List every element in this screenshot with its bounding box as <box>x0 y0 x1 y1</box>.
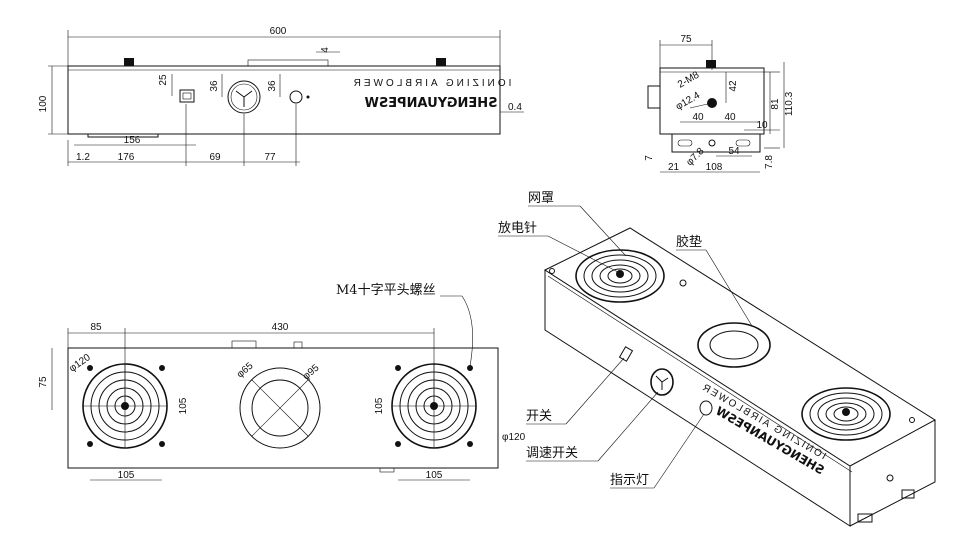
front-subtitle: IONIZING AIRBLOWER <box>351 78 512 89</box>
iso-fan-left <box>575 249 665 303</box>
label-indicator: 指示灯 <box>610 473 649 488</box>
dim-hole-right: 105 <box>374 397 385 414</box>
dim-h110: 110.3 <box>784 91 795 116</box>
rubber-pad <box>239 367 321 449</box>
dim-side-top: 75 <box>680 34 692 45</box>
dim-d2: φ7.8 <box>684 146 707 169</box>
dim-switch-pos: 176 <box>118 152 135 163</box>
label-emitter: 放电针 <box>498 221 537 236</box>
dim-knob-pos: 69 <box>209 152 221 163</box>
dim-thread: 2-M8 <box>676 69 702 90</box>
dim-fan-diameter-left: φ120 <box>67 352 93 375</box>
label-switch: 开关 <box>526 409 552 424</box>
dim-w10: 10 <box>756 120 768 131</box>
dim-85: 85 <box>90 322 102 333</box>
label-screw: M4十字平头螺丝 <box>336 283 436 298</box>
dim-knob-vertical: 36 <box>209 80 220 92</box>
dim-w40a: 40 <box>692 112 704 123</box>
dim-75: 75 <box>38 376 49 388</box>
dim-light-pos: 77 <box>264 152 276 163</box>
label-grille: 网罩 <box>528 191 554 206</box>
iso-subtitle: IONIZING AIRBLOWER <box>699 381 828 462</box>
iso-fan-right <box>801 387 891 441</box>
dim-w54: 54 <box>728 146 740 157</box>
dim-430: 430 <box>272 322 289 333</box>
dim-base-length: 156 <box>124 135 141 146</box>
dim-edge: 1.2 <box>76 152 90 163</box>
dim-fan-diameter-right: φ120 <box>502 432 526 443</box>
dim-hole-diameter: φ12.4 <box>674 90 702 113</box>
dim-w21: 21 <box>668 162 680 173</box>
side-view: 75 2-M8 φ12.4 42 81 110.3 40 40 10 φ7.8 <box>644 34 795 173</box>
iso-view: SHENGYUANPESW IONIZING AIRBLOWER 网罩 放电针 … <box>498 191 936 527</box>
dim-light-vertical: 36 <box>267 80 278 92</box>
bottom-view: 85 430 75 φ120 105 <box>38 283 526 481</box>
dim-hole-bottom-left: 105 <box>118 470 135 481</box>
dim-w40b: 40 <box>724 112 736 123</box>
dim-h7: 7 <box>644 155 655 161</box>
dim-hole-left: 105 <box>178 397 189 414</box>
fan-left <box>82 363 168 449</box>
dim-v42: 42 <box>728 80 739 92</box>
label-pad: 胶垫 <box>676 234 702 250</box>
dim-h81: 81 <box>770 98 781 110</box>
dim-overall-width: 600 <box>270 26 287 37</box>
dim-switch-vertical: 25 <box>158 74 169 86</box>
dim-right-gap: 0.4 <box>508 102 522 113</box>
label-speed-switch: 调速开关 <box>526 446 578 461</box>
dim-pad-outer: φ95 <box>301 362 322 382</box>
dim-height: 100 <box>38 95 49 112</box>
dim-hole-bottom-right: 105 <box>426 470 443 481</box>
dim-pad-inner: φ65 <box>235 360 256 380</box>
dim-w108: 108 <box>706 162 723 173</box>
dim-top-offset: 4 <box>320 47 331 53</box>
dim-h78: 7.8 <box>764 155 775 169</box>
front-view: 600 100 4 25 36 36 SHE <box>38 26 524 166</box>
front-brand: SHENGYUANPESW <box>364 96 497 111</box>
fan-right <box>391 363 477 449</box>
